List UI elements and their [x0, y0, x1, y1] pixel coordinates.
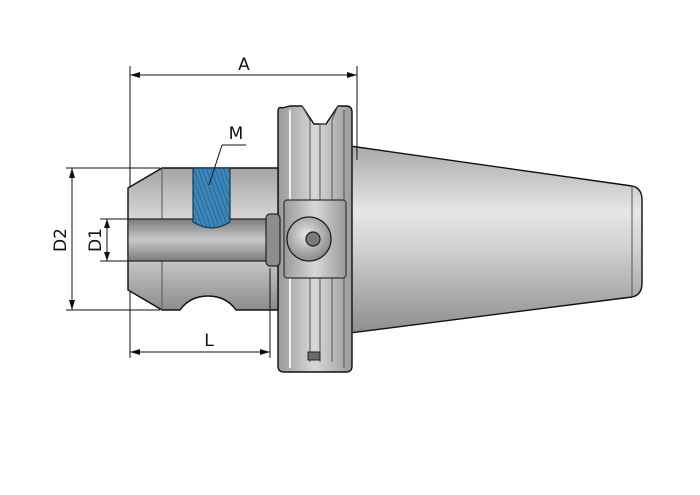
threaded-hole-m	[192, 167, 231, 229]
dimension-label-m: M	[229, 124, 244, 144]
side-bolt-icon	[286, 216, 332, 262]
dimension-label-d1: D1	[86, 228, 106, 252]
bore-end-shoulder	[265, 213, 281, 267]
dimensions	[66, 66, 358, 358]
dimension-label-d2: D2	[51, 228, 71, 252]
taper-cone	[349, 145, 643, 334]
dimension-label-a: A	[238, 55, 250, 75]
dimension-label-l: L	[204, 331, 214, 351]
